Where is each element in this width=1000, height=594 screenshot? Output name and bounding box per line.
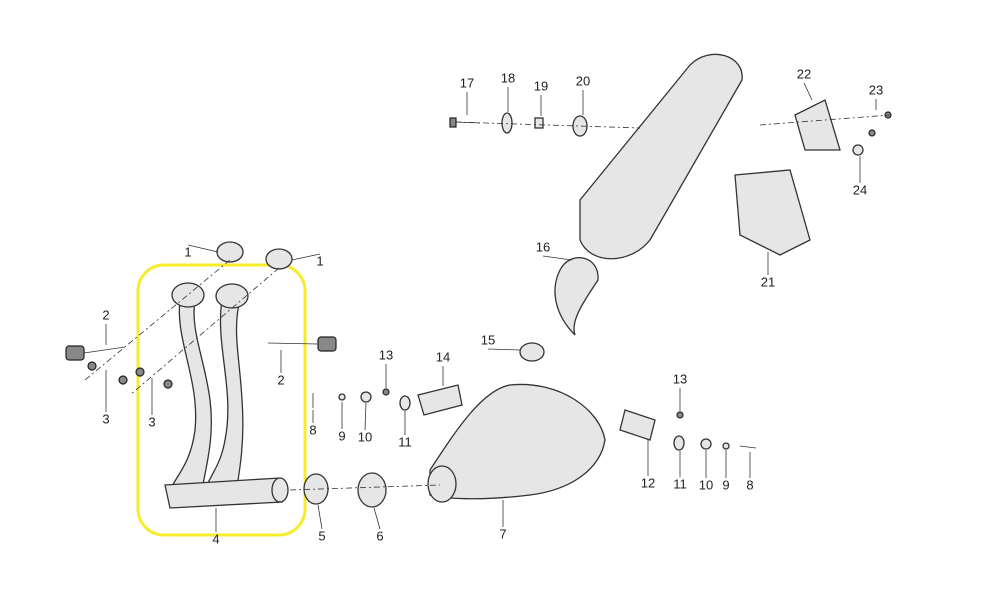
callout-label-8: 8	[309, 422, 316, 437]
callout-label-21: 21	[761, 274, 775, 289]
bracket	[417, 384, 463, 416]
callout-label-3: 3	[102, 411, 109, 426]
callout-label-10: 10	[699, 477, 713, 492]
collector-box	[429, 383, 606, 500]
callout-label-22: 22	[797, 66, 811, 81]
callout-label-16: 16	[536, 239, 550, 254]
callout-label-12: 12	[641, 475, 655, 490]
leader-line	[487, 348, 521, 351]
callout-label-4: 4	[212, 531, 219, 546]
leader-line	[187, 244, 219, 253]
callout-label-6: 6	[376, 528, 383, 543]
callout-label-20: 20	[576, 73, 590, 88]
muffler	[579, 53, 743, 260]
leader-line	[542, 255, 573, 261]
muffler-bracket	[794, 99, 841, 151]
gasket-ring	[216, 241, 244, 263]
bracket	[619, 409, 656, 441]
header-pipe-assembly	[164, 282, 289, 509]
callout-label-24: 24	[853, 182, 867, 197]
callout-label-11: 11	[673, 476, 687, 491]
leader-line	[317, 504, 323, 530]
leader-line	[291, 253, 321, 261]
callout-label-1: 1	[316, 253, 323, 268]
clamp	[519, 342, 545, 362]
callout-label-2: 2	[102, 307, 109, 322]
gasket-ring	[265, 248, 293, 270]
callout-label-2: 2	[277, 372, 284, 387]
callout-label-17: 17	[460, 75, 474, 90]
callout-label-3: 3	[148, 414, 155, 429]
clamp	[357, 472, 387, 508]
callout-label-15: 15	[481, 332, 495, 347]
callout-label-8: 8	[746, 477, 753, 492]
callout-label-1: 1	[184, 244, 191, 259]
leader-line	[803, 82, 813, 101]
highlight-box	[136, 263, 307, 537]
heat-shield	[734, 169, 811, 256]
callout-label-7: 7	[499, 526, 506, 541]
callout-label-14: 14	[436, 349, 450, 364]
sleeve	[303, 473, 329, 505]
callout-label-13: 13	[379, 347, 393, 362]
callout-label-5: 5	[318, 528, 325, 543]
callout-label-23: 23	[869, 82, 883, 97]
callout-label-9: 9	[338, 428, 345, 443]
callout-label-9: 9	[722, 477, 729, 492]
callout-label-11: 11	[398, 434, 412, 449]
callout-label-13: 13	[673, 371, 687, 386]
callout-label-10: 10	[358, 429, 372, 444]
leader-line	[373, 507, 381, 530]
callout-label-19: 19	[534, 78, 548, 93]
oxygen-sensor-right	[267, 336, 337, 352]
oxygen-sensor-left	[65, 345, 126, 361]
callout-label-18: 18	[501, 70, 515, 85]
leader-line	[364, 402, 367, 431]
